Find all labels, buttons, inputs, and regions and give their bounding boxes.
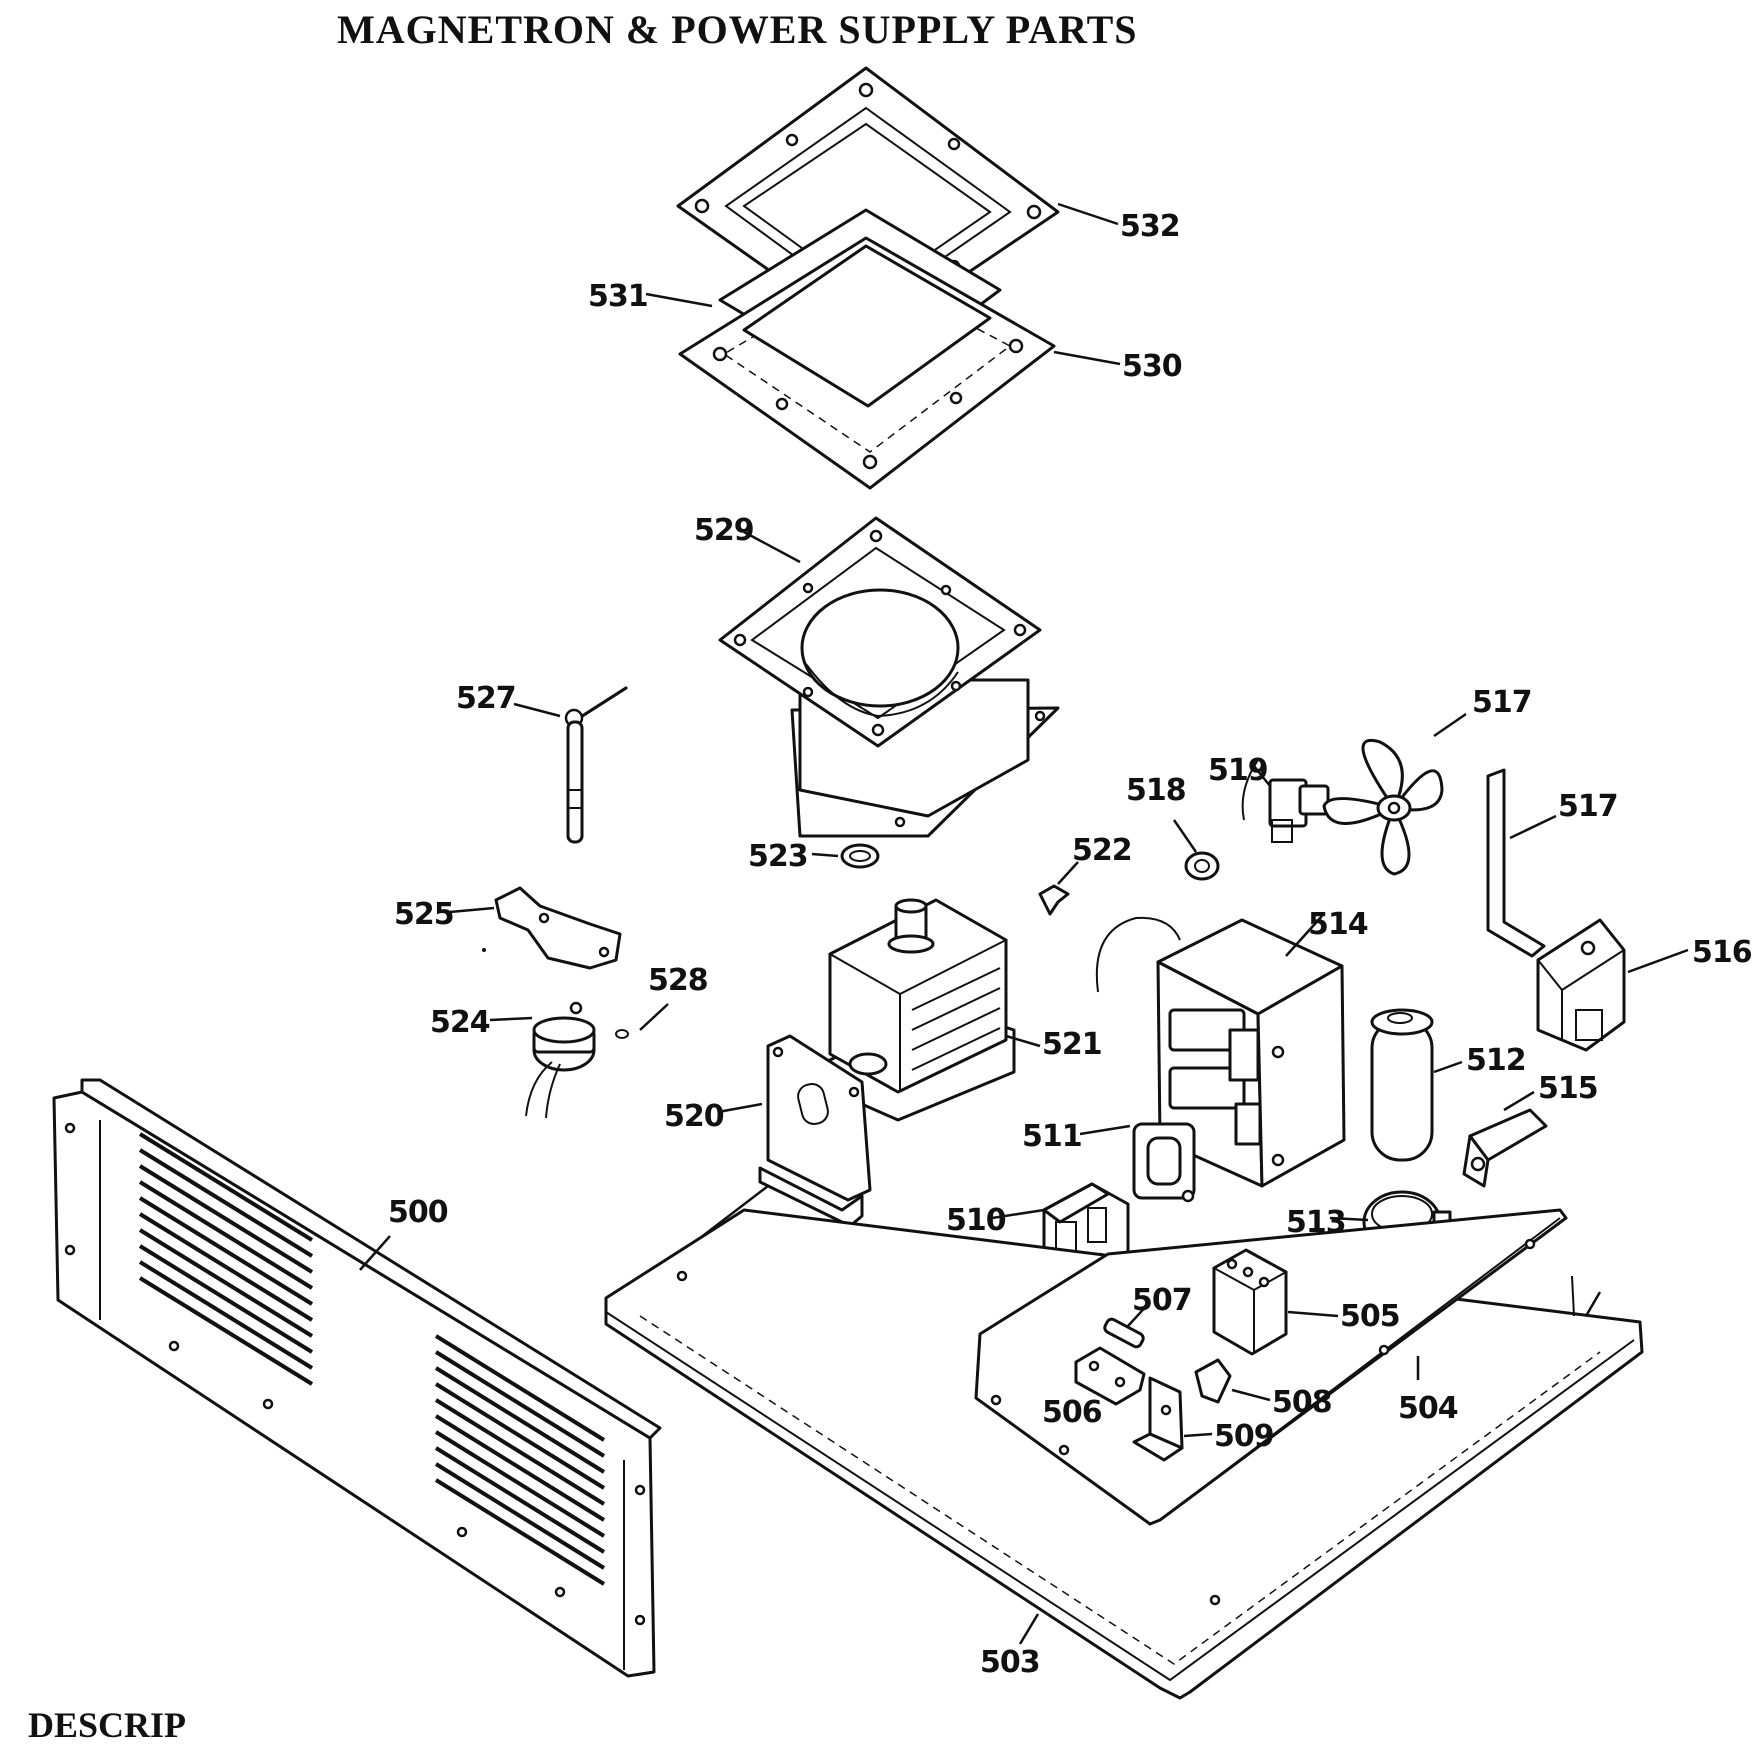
label-520: 519: [1208, 753, 1268, 788]
choke-511: [1132, 1122, 1196, 1203]
clip-528: [615, 1029, 629, 1039]
louvered-panel-500: [52, 1078, 662, 1678]
terminal-block-506: [1074, 1346, 1146, 1406]
label-524: 523: [748, 839, 808, 874]
label-500: 500: [388, 1195, 448, 1230]
gasket-ring-524: [840, 843, 880, 869]
label-528: 528: [648, 963, 708, 998]
label-527: 527: [456, 681, 516, 716]
fuse-holder-523: [1038, 884, 1070, 916]
label-525: 524: [430, 1005, 490, 1040]
diagram-title: MAGNETRON & POWER SUPPLY PARTS: [337, 7, 1138, 52]
label-522: 521: [1042, 1027, 1102, 1062]
bracket-509: [1132, 1376, 1184, 1462]
mounting-platform-504: [974, 1208, 1575, 1526]
label-521: 520: [664, 1099, 724, 1134]
label-529: 529: [694, 513, 754, 548]
label-505: 505: [1340, 1299, 1400, 1334]
label-509: 509: [1214, 1419, 1274, 1454]
label-507: 507: [1132, 1283, 1192, 1318]
label-511: 511: [1022, 1119, 1082, 1154]
capacitor-512: [1370, 1008, 1434, 1162]
fan-blade-518: [1322, 739, 1444, 876]
label-519: 518: [1126, 773, 1186, 808]
label-513: 513: [1286, 1205, 1346, 1240]
relay-505: [1211, 1248, 1289, 1356]
label-526: 525: [394, 897, 454, 932]
thermal-protector-508: [1194, 1358, 1232, 1404]
bracket-526: [482, 886, 622, 970]
label-531: 531: [588, 279, 648, 314]
label-530: 530: [1122, 349, 1182, 384]
mounting-bracket-521: [758, 1034, 872, 1228]
waveguide-529: [718, 516, 1060, 838]
label-523: 522: [1072, 833, 1132, 868]
waveguide-gasket-530: [678, 236, 1056, 490]
label-506: 506: [1042, 1395, 1102, 1430]
part-labels: 532 531 530 529 527 523 522 518 519 517 …: [388, 209, 1753, 1680]
label-504: 504: [1398, 1391, 1458, 1426]
label-516: 516: [1692, 935, 1752, 970]
magnetron-522: [827, 898, 1016, 1122]
thermal-cutout-527: [564, 686, 628, 844]
label-518: 517: [1472, 685, 1532, 720]
label-514: 514: [1308, 907, 1368, 942]
bracket-517: [1486, 768, 1546, 958]
footer-text: DESCRIP: [28, 1705, 187, 1745]
label-503: 503: [980, 1645, 1040, 1680]
control-module-516: [1536, 918, 1626, 1052]
fuse-507: [1103, 1317, 1145, 1349]
switch-520: [1241, 759, 1330, 843]
motor-525: [525, 1001, 596, 1119]
transformer-514: [1095, 916, 1346, 1188]
label-512: 512: [1466, 1043, 1526, 1078]
clip-519: [1184, 851, 1220, 881]
label-532: 532: [1120, 209, 1180, 244]
label-517: 517: [1558, 789, 1618, 824]
label-510: 510: [946, 1203, 1006, 1238]
label-508: 508: [1272, 1385, 1332, 1420]
leader-lines: [359, 202, 1689, 1645]
diode-bracket-515: [1462, 1108, 1548, 1188]
label-515: 515: [1538, 1071, 1598, 1106]
